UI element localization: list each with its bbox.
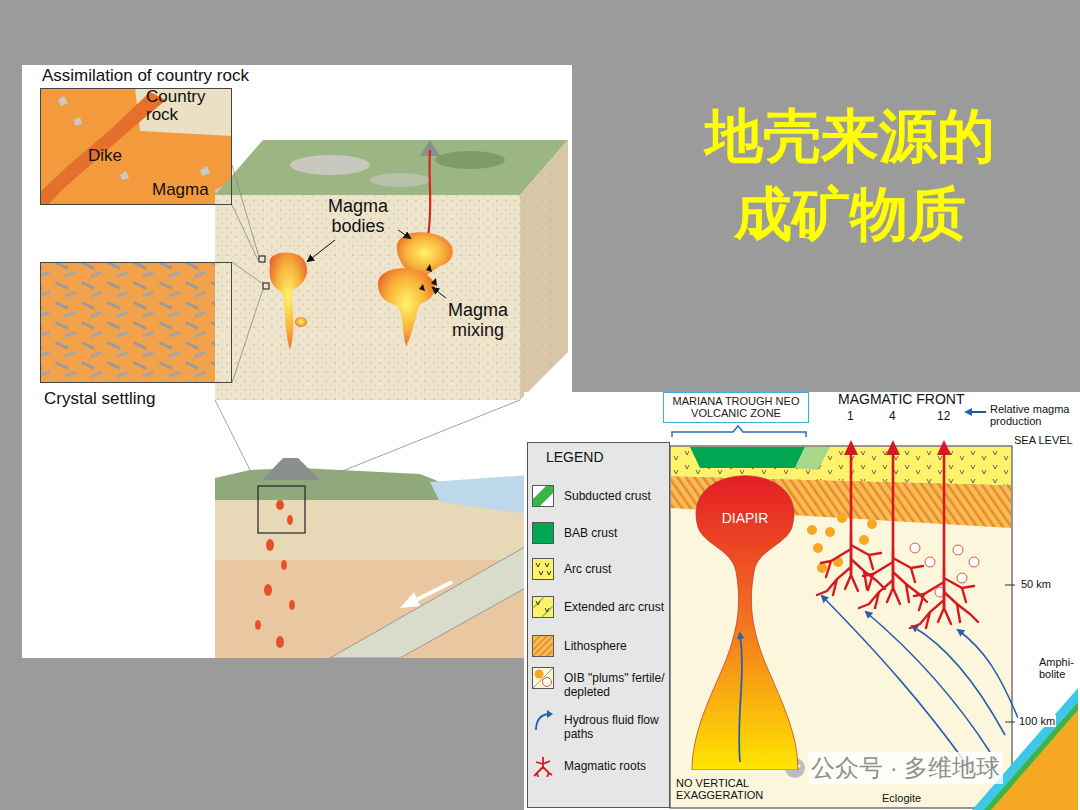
diagram-label: 50 km [1020,578,1052,590]
diagram-label: Magma [152,180,209,200]
diagram-label: MAGMATIC FRONT [838,391,965,407]
inset-box: Crystal settling [40,262,250,412]
legend-symbol [532,558,554,580]
inset-heading: Crystal settling [44,389,155,409]
legend-text: OIB "plums" fertile/ depleted [564,667,668,699]
diagram-label: 4 [889,409,896,423]
legend-item: Lithosphere [532,635,668,653]
zone-box: MARIANA TROUGH NEO VOLCANIC ZONE [663,392,809,423]
slide-title: 地壳来源的 成矿物质 [690,97,1010,253]
legend-symbol [532,635,554,657]
legend-item: Extended arc crust [532,596,668,614]
legend-symbol [532,485,554,507]
diagram-label: 100 km [1018,715,1056,727]
legend-item: BAB crust [532,522,668,540]
diagram-label: 公众号 · 多维地球 [808,752,1003,784]
legend-text: Lithosphere [564,635,668,653]
diagram-label: Country rock [146,88,224,124]
diagram-label: 1 [847,409,854,423]
inset-heading: Assimilation of country rock [42,66,249,86]
legend-panel: LEGEND Subducted crustBAB crustArc crustE… [527,442,670,808]
diagram-label: Dike [88,146,122,166]
legend-text: Extended arc crust [564,596,668,614]
diagram-label: Relative magma production [990,403,1076,427]
legend-text: Arc crust [564,558,668,576]
diagram-label: 12 [937,409,950,423]
legend-item: OIB "plums" fertile/ depleted [532,667,668,699]
legend-text: Magmatic roots [564,755,668,773]
legend-heading: LEGEND [546,449,604,465]
legend-text: Hydrous fluid flow paths [564,709,668,741]
legend-swatch [532,522,554,544]
legend-item: Hydrous fluid flow paths [532,709,668,741]
diagram-label: SEA LEVEL [1014,434,1073,446]
legend-symbol [532,667,554,689]
legend-text: Subducted crust [564,485,668,503]
legend-item: Subducted crust [532,485,668,503]
diagram-label: Eclogite [882,792,921,804]
legend-item: Magmatic roots [532,755,668,773]
diagram-label: Amphi- bolite [1039,656,1077,680]
diagram-label: Magma bodies [318,196,398,236]
legend-item: Arc crust [532,558,668,576]
legend-symbol [532,755,554,777]
inset-frame [40,262,232,383]
diagram-label: Magma mixing [438,300,518,340]
diapir-label: DIAPIR [688,510,802,526]
legend-text: BAB crust [564,522,668,540]
legend-symbol [532,596,554,618]
legend-symbol [532,709,554,731]
zone-label: MARIANA TROUGH NEO VOLCANIC ZONE [668,395,804,419]
diapir-shape: DIAPIR [688,474,802,770]
diagram-label: NO VERTICAL EXAGGERATION [676,777,806,801]
